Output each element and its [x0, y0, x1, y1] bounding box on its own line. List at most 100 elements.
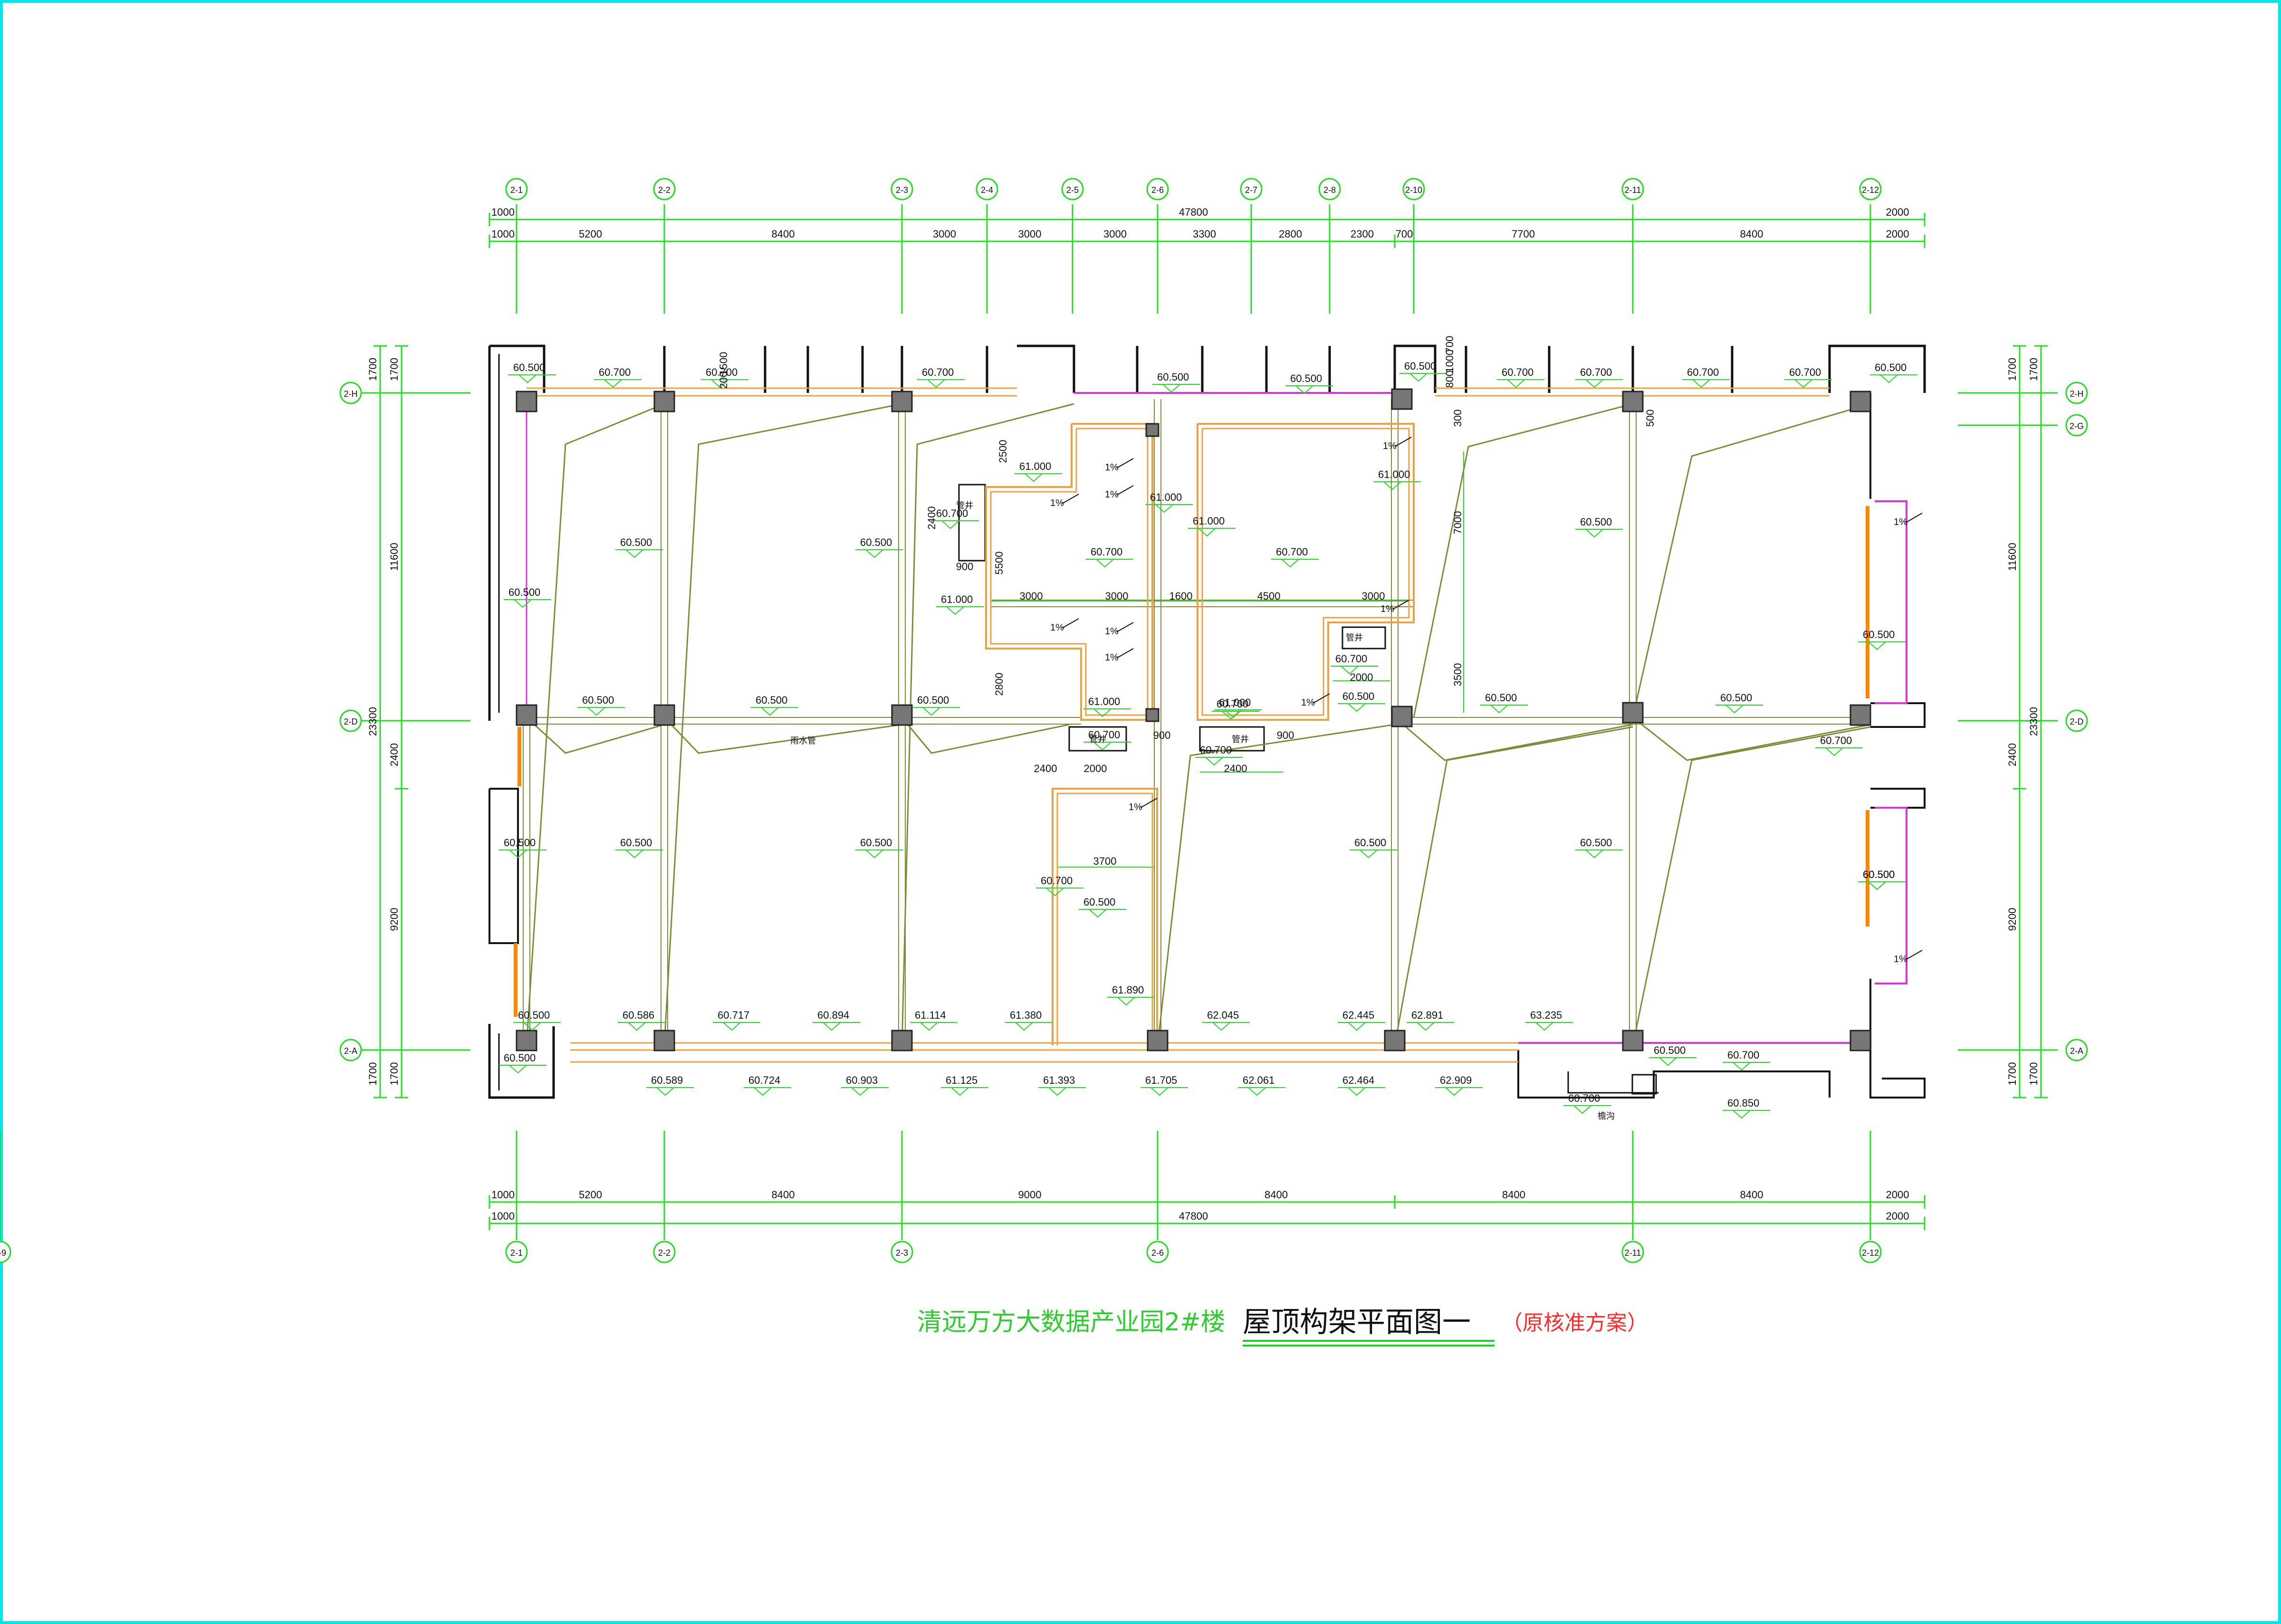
core-dimension: 300: [1452, 410, 1464, 427]
core-dimension: 3000: [1362, 590, 1385, 602]
elevation-core: 60.700: [1335, 653, 1367, 665]
elevation-bottom: 61.114: [915, 1009, 946, 1021]
axis-label: 2-6: [1151, 185, 1164, 195]
core-parapet-lower: [1052, 788, 1158, 1045]
wall-bottom-left: [488, 1024, 555, 1099]
dim-top-spans-value: 2300: [1351, 228, 1374, 240]
dim-left-inner-value: 9200: [388, 908, 400, 931]
gutter-line: [1875, 807, 1907, 984]
slope-line: [1394, 716, 1633, 761]
title-underline: [1243, 1340, 1495, 1342]
wall-right-mid2: [1870, 788, 1926, 809]
shaft-box: [958, 484, 986, 562]
wall-bottom-right: [1517, 1050, 1831, 1099]
dim-bottom-spans-value: 9000: [1018, 1189, 1042, 1201]
dim-top-spans-value: 2000: [1886, 228, 1909, 240]
core-dimension: 2400: [1034, 763, 1057, 774]
core-dimension: 2400: [1224, 763, 1247, 774]
axis-bubble: [1402, 178, 1425, 201]
elevation-marker: [1360, 850, 1379, 859]
elevation-marker: [1417, 1022, 1436, 1031]
elevation-field: 60.500: [860, 536, 892, 548]
elevation-lower-right: 60.500: [1654, 1044, 1686, 1056]
elevation-marker: [1733, 1062, 1752, 1071]
elevation-marker: [1725, 705, 1744, 714]
elevation-marker: [754, 1087, 773, 1096]
core-dimension: 700: [1444, 336, 1456, 353]
elevation-marker: [1585, 379, 1604, 388]
elevation-mid: 60.500: [756, 694, 787, 706]
column: [1384, 1030, 1406, 1051]
slope-line: [1157, 724, 1395, 1046]
elevation-marker: [1096, 559, 1115, 568]
elevation-lower-right: 60.700: [1727, 1049, 1759, 1061]
wall-outline: [489, 344, 546, 393]
core-dimension: 2000: [1084, 763, 1107, 774]
slope-line: [526, 403, 665, 1046]
core-dimension: 4500: [1257, 590, 1281, 602]
dim-bottom-spans-value: 8400: [1502, 1189, 1525, 1201]
drawing-note: （原核准方案）: [1502, 1311, 1648, 1335]
small-label: 管井: [1346, 633, 1363, 642]
elevation-marker: [514, 599, 533, 608]
axis-bubble: [653, 1241, 676, 1263]
dim-left-outer-value: 1700: [367, 1062, 379, 1086]
elevation-bottom-lower: 61.705: [1145, 1074, 1177, 1086]
slope-arrow: [1392, 600, 1409, 610]
small-label: 雨水管: [790, 736, 816, 745]
column: [1850, 391, 1871, 412]
elevation-marker: [1535, 1022, 1554, 1031]
slope-line: [901, 403, 1074, 1046]
core-dimension: 3000: [1105, 590, 1129, 602]
axis-label: 2-2: [658, 185, 671, 195]
elevation-core: 61.000: [1193, 515, 1225, 527]
core-dimension: 5500: [993, 552, 1005, 575]
elevation-marker: [865, 549, 884, 558]
slope-label: 1%: [1383, 441, 1397, 451]
elevation-mid: 60.500: [582, 694, 614, 706]
elevation-top: 60.500: [513, 362, 545, 373]
dim-right-inner-value: 1700: [2006, 1062, 2018, 1086]
elevation-marker: [1281, 559, 1300, 568]
elevation-marker: [1794, 379, 1813, 388]
elevation-marker: [523, 1022, 542, 1031]
elevation-marker: [1117, 997, 1136, 1006]
elevation-marker: [1585, 529, 1604, 538]
elevation-lower-right: 60.850: [1727, 1097, 1759, 1109]
axis-label: 2-10: [1405, 185, 1422, 195]
core-parapet-lower-inner: [1056, 793, 1153, 1045]
dim-top-spans-value: 1000: [491, 228, 515, 240]
core-dimension: 2400: [926, 506, 938, 530]
axis-label: 2-H: [2070, 389, 2083, 399]
elevation-marker: [927, 379, 946, 388]
elevation-core: 61.000: [1378, 468, 1410, 480]
slope-label: 1%: [1301, 697, 1315, 708]
elevation-right: 60.700: [1820, 735, 1852, 746]
elevation-top: 60.500: [1404, 360, 1436, 372]
elevation-marker: [518, 374, 537, 383]
elevation-mid: 60.500: [917, 694, 949, 706]
elevation-bottom: 60.894: [817, 1009, 849, 1021]
dim-left-inner-value: 11600: [388, 543, 400, 571]
elevation-bottom-lower: 60.500: [504, 1052, 536, 1064]
elevation-marker: [1015, 1022, 1034, 1031]
dim-top-spans-value: 700: [1396, 228, 1413, 240]
slope-label: 1%: [1129, 802, 1142, 812]
elevation-marker: [941, 520, 960, 529]
axis-label: 2-A: [344, 1046, 357, 1056]
column: [653, 391, 675, 412]
slope-arrow: [1116, 622, 1134, 632]
core-dimension: 2800: [993, 673, 1005, 696]
core-dimension: 2500: [997, 440, 1009, 463]
axis-bubble: [2065, 414, 2088, 437]
core-parapet-right: [1197, 423, 1415, 721]
elevation-mid: 60.500: [1720, 692, 1752, 704]
elevation-bottom: 60.500: [518, 1009, 550, 1021]
core-parapet-right-inner: [1201, 428, 1410, 716]
axis-bubble: [653, 178, 676, 201]
elevation-top: 60.700: [1580, 366, 1612, 378]
elevation-core: 61.000: [1019, 460, 1051, 472]
axis-label: 2-8: [1323, 185, 1336, 195]
shaft-box: [1068, 726, 1127, 752]
elevation-marker: [1248, 1087, 1267, 1096]
